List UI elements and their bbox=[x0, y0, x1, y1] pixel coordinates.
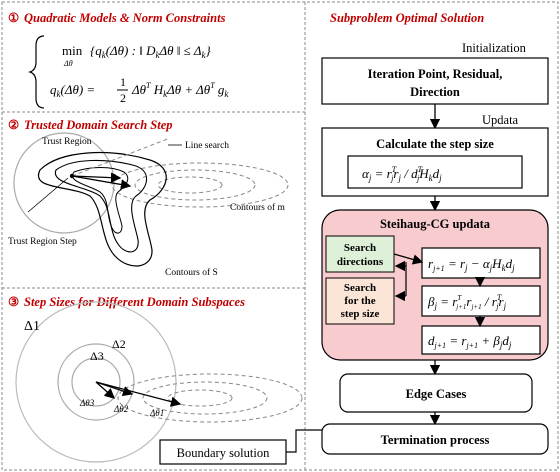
label-dtheta2: Δθ2 bbox=[113, 404, 129, 414]
start-point bbox=[69, 173, 75, 179]
iteration-line-1: Iteration Point, Residual, bbox=[368, 67, 503, 81]
search-step-line-1: Search bbox=[344, 282, 376, 294]
arrow-dir-to-r bbox=[393, 253, 424, 265]
equations: min Δθ {qk(Δθ) : ‖ DkΔθ ‖ ≤ Δk} qk(Δθ) =… bbox=[28, 35, 229, 109]
d-update-box bbox=[421, 325, 541, 355]
label-contours-s: Contours of S bbox=[165, 267, 218, 278]
label-trust-region-step: Trust Region Step bbox=[8, 237, 77, 247]
initialization-label: Initialization bbox=[462, 41, 527, 55]
search-directions-line-2: directions bbox=[337, 256, 384, 268]
svg-text:qk(Δθ) =: qk(Δθ) = bbox=[50, 82, 95, 99]
step-arrow-2 bbox=[71, 172, 122, 183]
cg-title: Steihaug-CG updata bbox=[380, 217, 491, 231]
trust-region-sketch bbox=[13, 132, 289, 267]
search-step-line-3: step size bbox=[341, 308, 380, 320]
search-directions-line-1: Search bbox=[344, 242, 376, 254]
step-point bbox=[112, 174, 116, 178]
boundary-solution-box bbox=[159, 439, 287, 465]
search-step-line-2: for the bbox=[344, 295, 375, 307]
termination-box bbox=[321, 423, 549, 455]
label-delta3: Δ3 bbox=[90, 349, 104, 363]
d-update-formula: dj+1 = rj+1 + βjdj bbox=[428, 333, 512, 350]
subspace-contour-inner bbox=[167, 389, 233, 407]
svg-text:ΔθT HkΔθ + ΔθT gk: ΔθT HkΔθ + ΔθT gk bbox=[131, 81, 229, 99]
label-dtheta1: Δθ1 bbox=[149, 408, 164, 418]
contour-s-mid bbox=[54, 159, 148, 253]
label-line-search: Line search bbox=[185, 141, 229, 151]
label-trust-region: Trust Region bbox=[42, 137, 92, 147]
boundary-solution-label: Boundary solution bbox=[177, 446, 270, 460]
panel1-title: Quadratic Models & Norm Constraints bbox=[24, 11, 226, 25]
updata-label: Updata bbox=[482, 113, 519, 127]
svg-text:1: 1 bbox=[120, 75, 126, 89]
trust-region-circle bbox=[13, 132, 115, 234]
subspace-contour-mid bbox=[142, 381, 268, 415]
panel3-number: ③ bbox=[8, 295, 19, 309]
termination-label: Termination process bbox=[381, 433, 490, 447]
step-arrow-theta2 bbox=[95, 381, 134, 397]
contour-m-outer bbox=[111, 162, 289, 208]
subspace-contour-outer bbox=[117, 373, 303, 423]
label-delta1: Δ1 bbox=[24, 319, 40, 334]
calc-step-title: Calculate the step size bbox=[376, 137, 494, 151]
contour-m-inner bbox=[157, 176, 223, 194]
svg-text:Δθ: Δθ bbox=[63, 59, 73, 68]
tr-step-pointer bbox=[27, 177, 69, 213]
edge-cases-label: Edge Cases bbox=[406, 387, 467, 401]
svg-text:2: 2 bbox=[120, 91, 126, 105]
alpha-formula-box bbox=[347, 155, 523, 189]
contour-s-inner bbox=[71, 167, 129, 234]
svg-text:{qk(Δθ) : ‖ DkΔθ ‖ ≤ Δk}: {qk(Δθ) : ‖ DkΔθ ‖ ≤ Δk} bbox=[90, 43, 211, 60]
panel3-title: Step Sizes for Different Domain Subspace… bbox=[24, 295, 245, 309]
search-step-box bbox=[325, 277, 395, 325]
contour-m-mid bbox=[134, 169, 256, 201]
trust-region-step-arrow bbox=[71, 175, 132, 190]
step-arrow-theta3 bbox=[95, 381, 115, 399]
subspace-sketch bbox=[15, 301, 303, 463]
boundary-to-edge-arrow bbox=[286, 425, 342, 453]
right-title: Subproblem Optimal Solution bbox=[330, 11, 484, 25]
panel2-number: ② bbox=[8, 118, 19, 132]
svg-text:min: min bbox=[62, 43, 83, 58]
panel2-title: Trusted Domain Search Step bbox=[24, 118, 173, 132]
label-contours-m: Contours of m bbox=[230, 202, 286, 213]
label-dtheta3: Δθ3 bbox=[79, 398, 95, 408]
contour-s-outer bbox=[37, 152, 167, 267]
r-update-formula: rj+1 = rj − αjHkdj bbox=[428, 256, 515, 273]
label-delta2: Δ2 bbox=[112, 337, 126, 351]
step-arrow-theta1 bbox=[95, 381, 182, 407]
edge-cases-box bbox=[339, 373, 533, 413]
subspace-circle-3 bbox=[71, 357, 121, 407]
subspace-circle-1 bbox=[15, 301, 177, 463]
line-search-line bbox=[71, 137, 171, 177]
panel1-number: ① bbox=[8, 11, 19, 25]
subspace-circle-2 bbox=[57, 343, 135, 421]
iteration-box bbox=[321, 57, 549, 105]
iteration-line-2: Direction bbox=[410, 85, 460, 99]
beta-update-box bbox=[421, 285, 541, 317]
